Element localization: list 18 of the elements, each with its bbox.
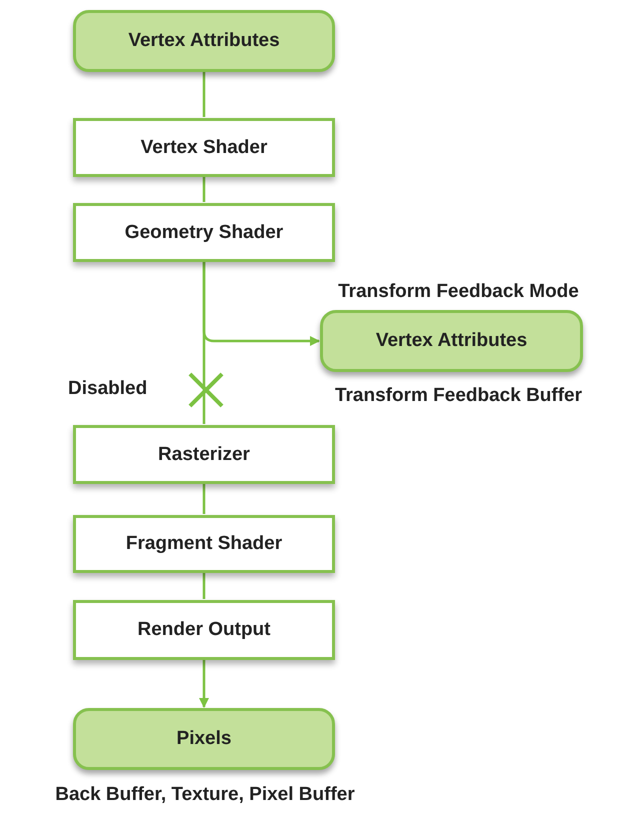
data-box: Vertex Attributes	[73, 10, 335, 72]
process-box: Render Output	[73, 600, 335, 660]
node-caption: Transform Feedback Mode	[337, 280, 580, 304]
data-box: Pixels	[73, 708, 335, 770]
node-caption: Back Buffer, Texture, Pixel Buffer	[54, 783, 356, 807]
connector-line	[202, 262, 206, 424]
arrow	[199, 660, 209, 708]
data-box: Vertex Attributes	[320, 310, 583, 372]
process-box: Vertex Shader	[73, 118, 335, 177]
process-box: Geometry Shader	[73, 203, 335, 262]
connector-line	[202, 484, 206, 514]
connector-line	[202, 177, 206, 202]
process-box: Fragment Shader	[73, 515, 335, 573]
node-caption: Transform Feedback Buffer	[334, 384, 584, 408]
connector-line	[202, 72, 206, 117]
edge-label: Disabled	[68, 377, 148, 401]
process-box: Rasterizer	[73, 425, 335, 484]
connector-line	[202, 573, 206, 599]
